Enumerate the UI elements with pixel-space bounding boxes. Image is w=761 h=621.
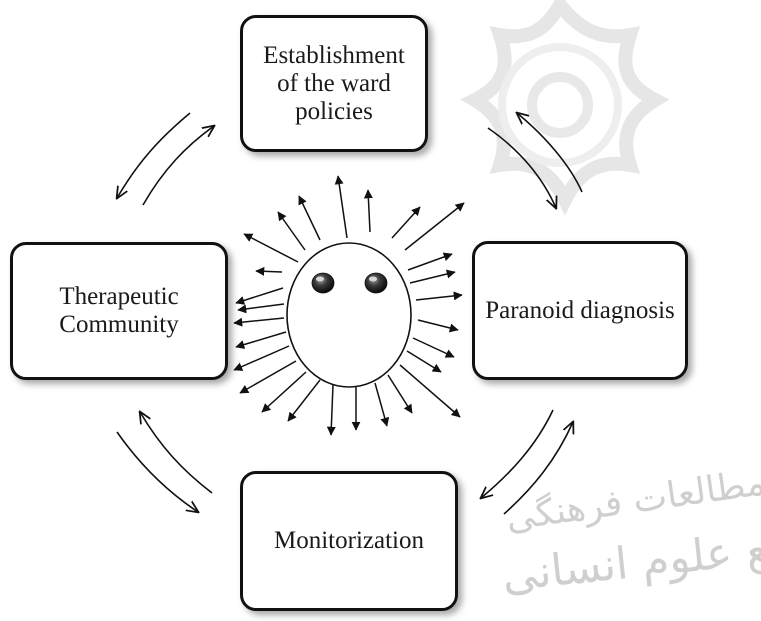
node-paranoid-diagnosis: Paranoid diagnosis	[472, 241, 688, 380]
node-ward-policies: Establishment of the ward policies	[240, 15, 428, 152]
radiating-arrows	[233, 175, 465, 436]
face-icon	[286, 242, 412, 388]
watermark-emblem	[460, 0, 670, 216]
node-therapeutic-community-label: Therapeutic Community	[59, 283, 179, 338]
node-therapeutic-community: Therapeutic Community	[10, 242, 228, 380]
arrow-right-to-top	[517, 113, 583, 193]
node-ward-policies-label: Establishment of the ward policies	[263, 41, 405, 125]
arrow-right-to-bottom	[481, 409, 554, 498]
right-eye-icon	[364, 272, 388, 294]
face-circle	[286, 242, 412, 388]
arrow-top-to-right	[487, 127, 556, 208]
arrow-left-to-top	[142, 126, 214, 206]
node-monitorization: Monitorization	[240, 471, 458, 611]
arrow-left-to-bottom	[116, 431, 198, 512]
arrow-top-to-left	[117, 112, 191, 198]
left-eye-icon	[311, 272, 335, 294]
connector-arrows	[116, 112, 583, 515]
arrow-bottom-to-right	[503, 422, 573, 515]
arrow-bottom-to-left	[140, 412, 213, 494]
node-paranoid-diagnosis-label: Paranoid diagnosis	[485, 296, 675, 324]
node-monitorization-label: Monitorization	[274, 527, 424, 554]
